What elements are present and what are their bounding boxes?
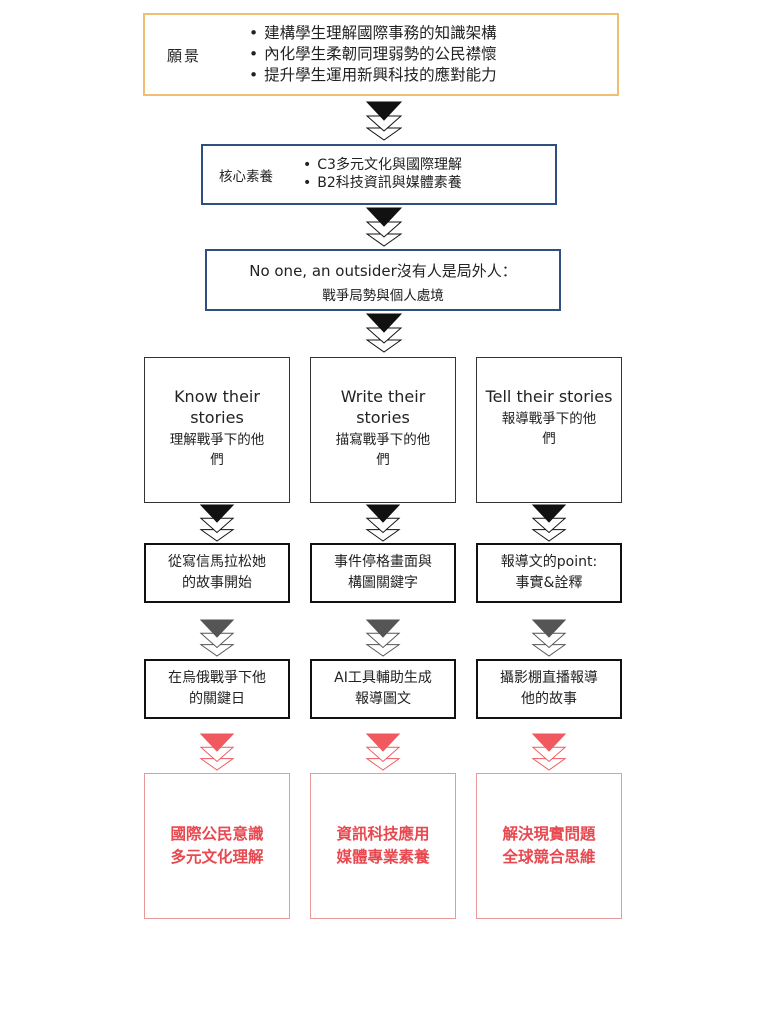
core-competency-item: C3多元文化與國際理解 [303, 156, 462, 174]
vision-label: 願景 [167, 47, 202, 65]
core-competency-list: C3多元文化與國際理解 B2科技資訊與媒體素養 [303, 156, 462, 192]
story-title-en: Write their stories [340, 387, 426, 427]
triple-chevron-down-icon [365, 733, 401, 771]
core-competency-label: 核心素養 [219, 169, 273, 185]
step-box: 攝影棚直播報導他的故事 [476, 659, 622, 719]
story-title-en: Tell their stories [485, 387, 613, 406]
vision-item: 提升學生運用新興科技的應對能力 [249, 65, 497, 86]
triple-chevron-down-icon [199, 504, 235, 542]
triple-chevron-down-icon [366, 101, 402, 141]
vision-box: 願景 建構學生理解國際事務的知識架構 內化學生柔韌同理弱勢的公民襟懷 提升學生運… [143, 13, 619, 96]
triple-chevron-down-icon [365, 504, 401, 542]
triple-chevron-down-icon [199, 733, 235, 771]
story-title-zh: 報導戰爭下的他們 [501, 411, 597, 447]
theme-subtitle: 戰爭局勢與個人處境 [322, 288, 444, 304]
step-box: 從寫信馬拉松她的故事開始 [144, 543, 290, 603]
story-title-zh: 理解戰爭下的他們 [169, 432, 265, 468]
theme-title: No one, an outsider沒有人是局外人： [249, 262, 517, 280]
triple-chevron-down-icon [199, 619, 235, 657]
step-box: AI工具輔助生成報導圖文 [310, 659, 456, 719]
story-box-tell: Tell their stories 報導戰爭下的他們 [476, 357, 622, 503]
story-box-write: Write their stories 描寫戰爭下的他們 [310, 357, 456, 503]
triple-chevron-down-icon [365, 619, 401, 657]
vision-list: 建構學生理解國際事務的知識架構 內化學生柔韌同理弱勢的公民襟懷 提升學生運用新興… [249, 23, 497, 86]
step-box: 事件停格畫面與構圖關鍵字 [310, 543, 456, 603]
story-title-zh: 描寫戰爭下的他們 [335, 432, 431, 468]
triple-chevron-down-icon [366, 207, 402, 247]
vision-item: 建構學生理解國際事務的知識架構 [249, 23, 497, 44]
core-competency-box: 核心素養 C3多元文化與國際理解 B2科技資訊與媒體素養 [201, 144, 557, 205]
theme-box: No one, an outsider沒有人是局外人： 戰爭局勢與個人處境 [205, 249, 561, 311]
step-box: 報導文的point:事實&詮釋 [476, 543, 622, 603]
triple-chevron-down-icon [531, 733, 567, 771]
core-competency-item: B2科技資訊與媒體素養 [303, 174, 462, 192]
triple-chevron-down-icon [531, 619, 567, 657]
triple-chevron-down-icon [366, 313, 402, 353]
outcome-box: 資訊科技應用媒體專業素養 [310, 773, 456, 919]
step-box: 在烏俄戰爭下他的關鍵日 [144, 659, 290, 719]
vision-item: 內化學生柔韌同理弱勢的公民襟懷 [249, 44, 497, 65]
story-box-know: Know their stories 理解戰爭下的他們 [144, 357, 290, 503]
outcome-box: 解決現實問題全球競合思維 [476, 773, 622, 919]
story-title-en: Know their stories [174, 387, 260, 427]
outcome-box: 國際公民意識多元文化理解 [144, 773, 290, 919]
triple-chevron-down-icon [531, 504, 567, 542]
